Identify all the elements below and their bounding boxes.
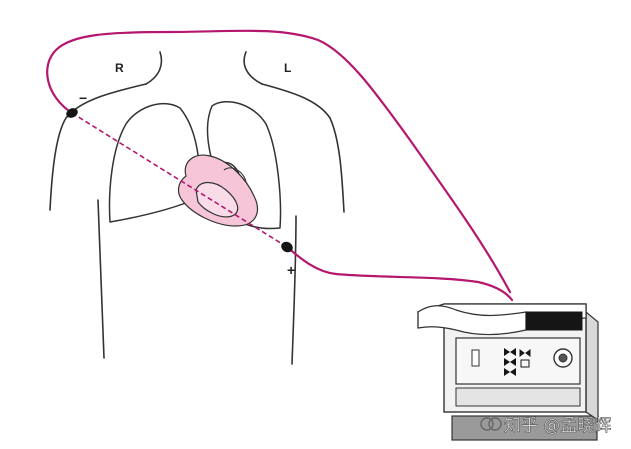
neck-right-line [244, 52, 262, 84]
label-negative: − [79, 90, 87, 106]
label-right: R [115, 61, 124, 75]
torso-left-side [50, 84, 146, 210]
neck-left-line [146, 52, 161, 84]
label-left: L [284, 61, 291, 75]
circle-knob-icon [554, 349, 572, 367]
panel-slot [472, 350, 479, 366]
torso-left-lower [98, 200, 104, 358]
panel-lower-strip [456, 388, 580, 406]
heart [179, 155, 258, 226]
watermark-text: 知乎 @孟晓辉 [504, 416, 611, 436]
positive-lead-wire [287, 247, 512, 300]
label-positive: + [287, 262, 295, 278]
torso-right-lower [292, 216, 296, 364]
machine-display [526, 312, 582, 330]
machine-side [586, 312, 598, 420]
